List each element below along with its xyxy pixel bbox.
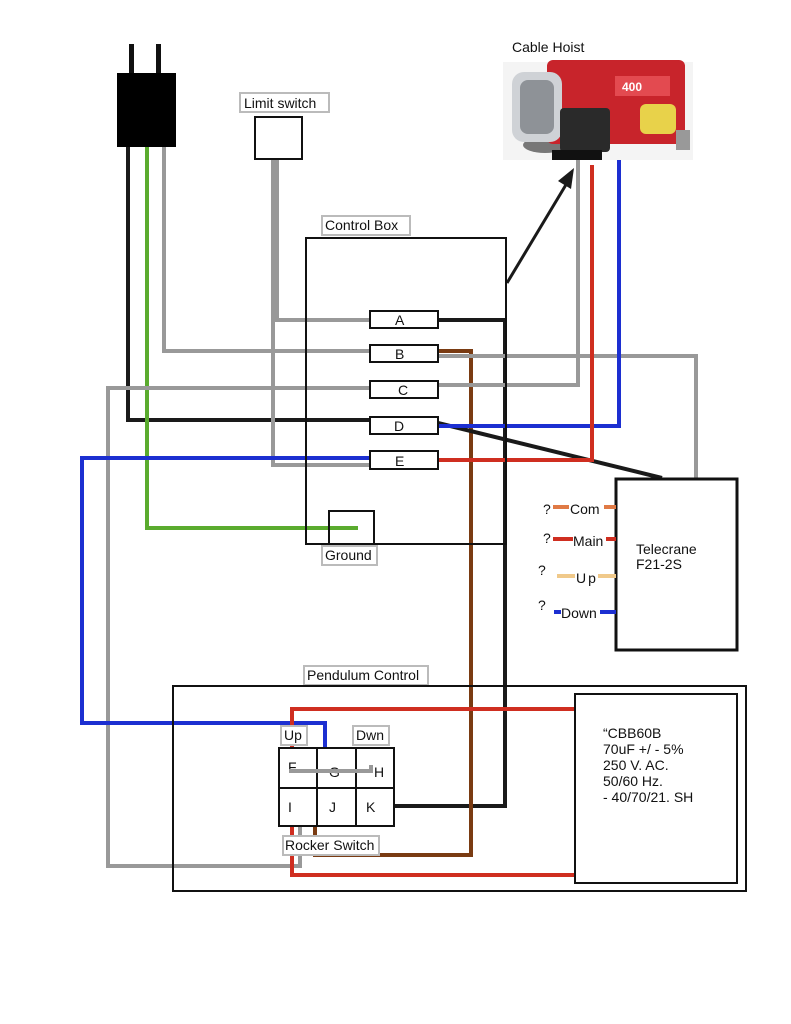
capacitor-line-3: 250 V. AC. [603, 757, 669, 773]
wire-c-gray-hoist [438, 158, 580, 387]
pin-main-label: Main [573, 533, 603, 549]
telecrane-pin-com: ? Com [543, 501, 616, 517]
telecrane-receiver: Telecrane F21-2S ? Com ? Main ? Up ? Dow… [538, 477, 739, 652]
terminal-c: C [369, 380, 439, 399]
pin-up-question: ? [538, 562, 546, 578]
switch-cell-f: F [288, 759, 297, 775]
switch-cell-i: I [288, 799, 292, 815]
terminal-e: E [369, 450, 439, 470]
switch-cell-j: J [329, 799, 336, 815]
wire-b-gray [438, 354, 698, 480]
limit-switch-box [254, 116, 303, 160]
pendulum-frame [172, 685, 747, 892]
wire-plug-green [145, 145, 358, 530]
switch-cell-h: H [374, 764, 384, 780]
hoist-badge: 400 [622, 80, 642, 94]
up-label-box [280, 725, 308, 746]
down-label: Dwn [356, 727, 384, 743]
wire-a-black [392, 318, 507, 808]
capacitor-line-2: 70uF +/ - 5% [603, 741, 684, 757]
pendulum-control: Pendulum Control “CBB60B 70uF +/ - 5% 25… [172, 665, 747, 892]
plug-prong-right [156, 44, 161, 76]
up-label: Up [284, 727, 302, 743]
telecrane-box [614, 477, 739, 652]
terminal-a: A [369, 310, 439, 329]
arrow-head [558, 168, 574, 189]
rocker-label-box [282, 835, 380, 856]
control-box: Control Box A B C D E Ground [305, 215, 507, 566]
plug-prong-left [129, 44, 134, 76]
wire-d-blue [438, 150, 621, 428]
wire-e-blue [80, 456, 370, 748]
terminal-e-label: E [395, 453, 404, 469]
telecrane-name-line2: F21-2S [636, 556, 682, 572]
wire-plug-black [126, 145, 370, 422]
telecrane-pin-main: ? Main [543, 530, 616, 549]
wire-pendulum-red [290, 707, 585, 748]
cable-hoist: Cable Hoist 400 [503, 39, 693, 160]
limit-switch-label-box [239, 92, 330, 113]
hoist-picture: 400 [503, 60, 693, 160]
terminal-b-label: B [395, 346, 404, 362]
power-plug [117, 44, 176, 147]
pin-com-label: Com [570, 501, 600, 517]
pin-com-question: ? [543, 501, 551, 517]
telecrane-pin-up: ? Up [538, 562, 616, 586]
pin-down-question: ? [538, 597, 546, 613]
control-box-frame [305, 237, 507, 545]
down-label-box [352, 725, 390, 746]
limit-switch-label: Limit switch [244, 95, 316, 111]
ground-label-box [321, 545, 378, 566]
switch-jumper [289, 765, 373, 773]
pin-main-question: ? [543, 530, 551, 546]
rocker-label: Rocker Switch [285, 837, 374, 853]
plug-body [117, 73, 176, 147]
wire-d-black [437, 421, 663, 480]
telecrane-pin-down: ? Down [538, 597, 616, 621]
wire-e-red [438, 165, 594, 462]
telecrane-name-line1: Telecrane [636, 541, 697, 557]
wire-limit-e [271, 158, 370, 467]
pendulum-label: Pendulum Control [307, 667, 419, 683]
control-box-label-box [321, 215, 411, 236]
limit-switch: Limit switch [239, 92, 330, 160]
pin-down-label: Down [561, 605, 597, 621]
wire-plug-gray [162, 145, 370, 353]
wire-limit-a [275, 158, 370, 322]
capacitor-line-4: 50/60 Hz. [603, 773, 663, 789]
ground-label: Ground [325, 547, 372, 563]
rocker-switch: F G H I J K [278, 747, 395, 827]
switch-cell-k: K [366, 799, 376, 815]
terminal-d-label: D [394, 418, 404, 434]
capacitor-line-1: “CBB60B [603, 725, 661, 741]
pin-up-label: Up [576, 570, 598, 586]
terminal-a-label: A [395, 312, 405, 328]
hoist-title: Cable Hoist [512, 39, 584, 55]
arrow-line [505, 182, 569, 284]
terminal-b: B [369, 344, 439, 363]
control-box-label: Control Box [325, 217, 398, 233]
capacitor-outer [574, 693, 738, 884]
capacitor: “CBB60B 70uF +/ - 5% 250 V. AC. 50/60 Hz… [574, 693, 738, 884]
terminal-d: D [369, 416, 439, 435]
capacitor-line-5: - 40/70/21. SH [603, 789, 693, 805]
terminal-c-label: C [398, 382, 408, 398]
